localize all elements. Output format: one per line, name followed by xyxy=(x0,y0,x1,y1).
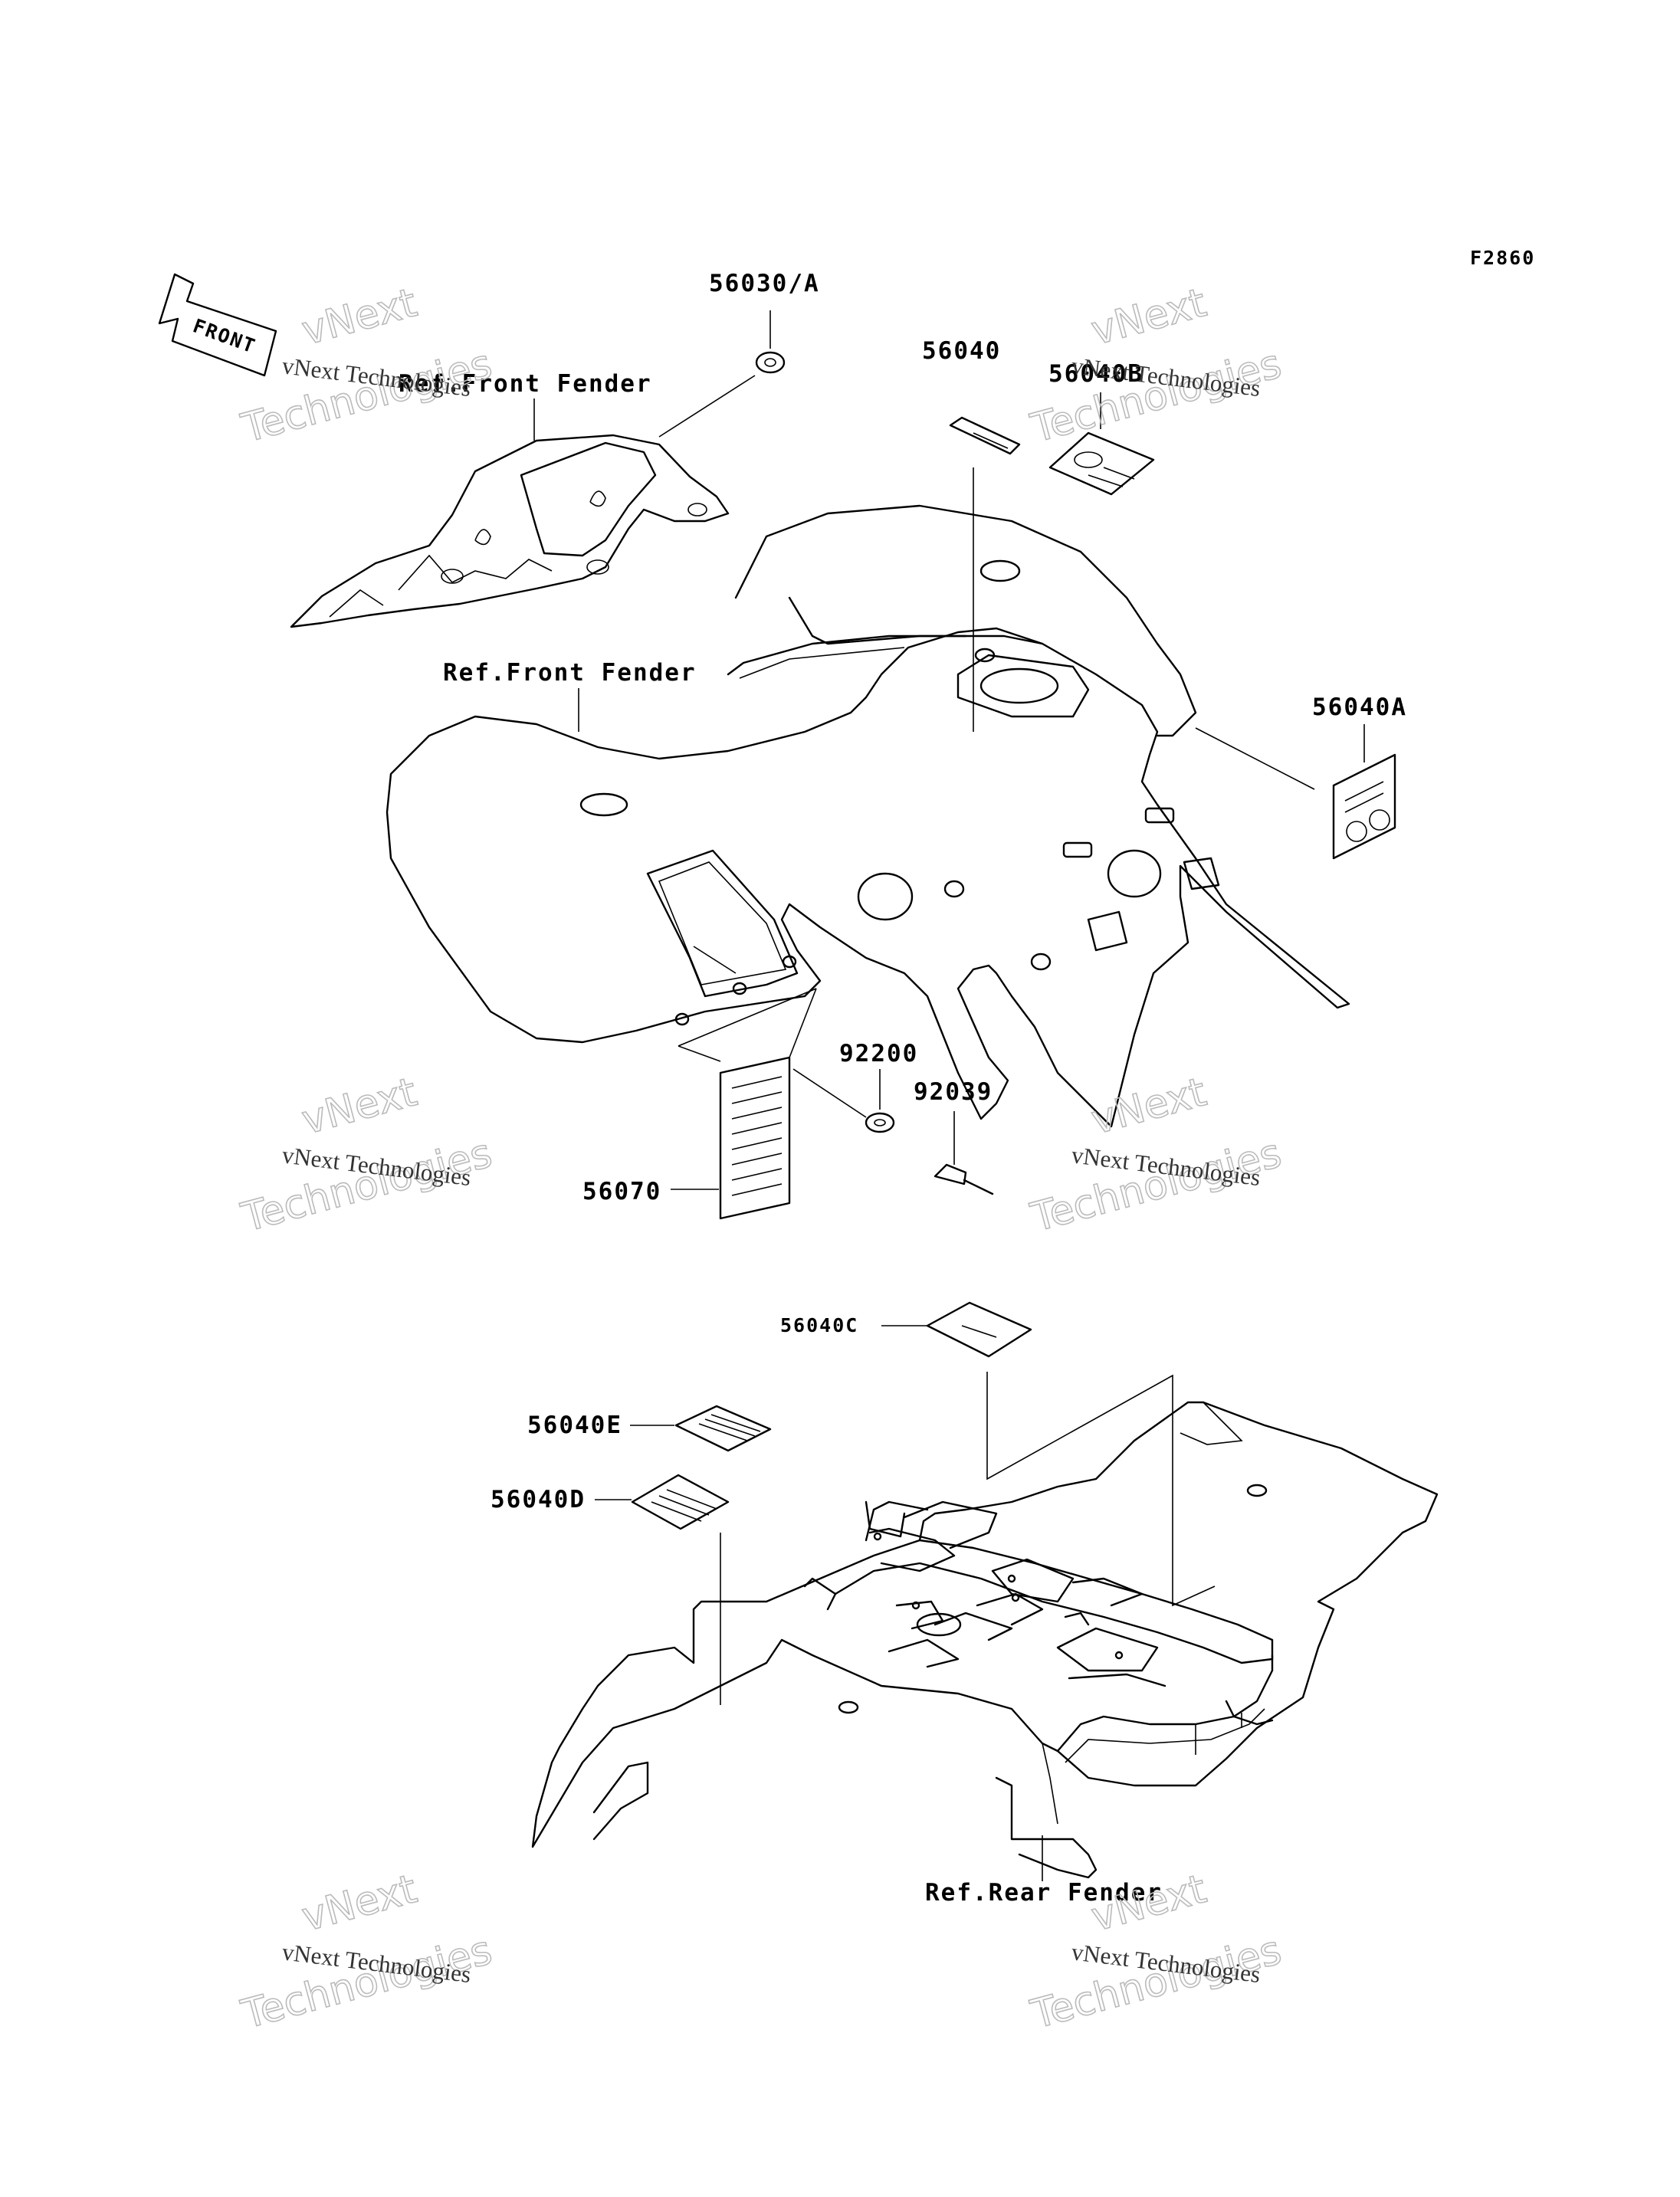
part-56070-label: 56070 xyxy=(582,1178,661,1205)
part-56040E xyxy=(630,1405,772,1452)
svg-text:vNext: vNext xyxy=(297,1069,422,1143)
part-92200 xyxy=(792,1068,895,1133)
part-56040C-label: 56040C xyxy=(780,1314,858,1336)
part-56040 xyxy=(949,416,1021,613)
figure-code: F2860 xyxy=(1470,247,1535,269)
part-56040B-label: 56040B xyxy=(1048,360,1144,388)
svg-text:vNext: vNext xyxy=(297,280,422,354)
part-92039 xyxy=(934,1111,994,1195)
front-fender-main xyxy=(386,504,1350,1128)
svg-text:vNext: vNext xyxy=(1087,280,1211,354)
svg-text:vNext: vNext xyxy=(1087,1866,1211,1940)
part-56040-label: 56040 xyxy=(922,337,1001,365)
label-front-fender-mid: Ref.Front Fender xyxy=(443,659,697,687)
label-front-fender-top: Ref.Front Fender xyxy=(399,370,652,398)
front-fender-small xyxy=(290,398,730,628)
part-56040A xyxy=(1195,724,1396,860)
watermark-3: vNext Technologies vNext Technologies xyxy=(236,1068,497,1241)
part-56040E-label: 56040E xyxy=(527,1412,622,1439)
part-56070 xyxy=(671,988,817,1220)
part-92200-label: 92200 xyxy=(839,1040,918,1067)
label-rear-fender: Ref.Rear Fender xyxy=(925,1879,1163,1907)
svg-text:vNext: vNext xyxy=(297,1866,422,1940)
svg-text:vNext: vNext xyxy=(1087,1069,1211,1143)
front-arrow: FRONT xyxy=(158,273,277,377)
part-56030A xyxy=(658,310,786,438)
watermark-5: vNext Technologies vNext Technologies xyxy=(236,1865,497,2038)
part-56040D xyxy=(595,1474,730,1705)
part-56040C xyxy=(881,1301,1216,1607)
part-56040B xyxy=(1048,392,1155,496)
watermark-4: vNext Technologies vNext Technologies xyxy=(1025,1068,1287,1241)
part-56040D-label: 56040D xyxy=(491,1486,586,1513)
part-56030A-label: 56030/A xyxy=(709,270,820,297)
part-92039-label: 92039 xyxy=(914,1078,993,1106)
part-56040A-label: 56040A xyxy=(1312,694,1407,721)
watermark-1: vNext Technologies vNext Technologies xyxy=(236,279,497,452)
rear-fender xyxy=(531,1401,1439,1879)
